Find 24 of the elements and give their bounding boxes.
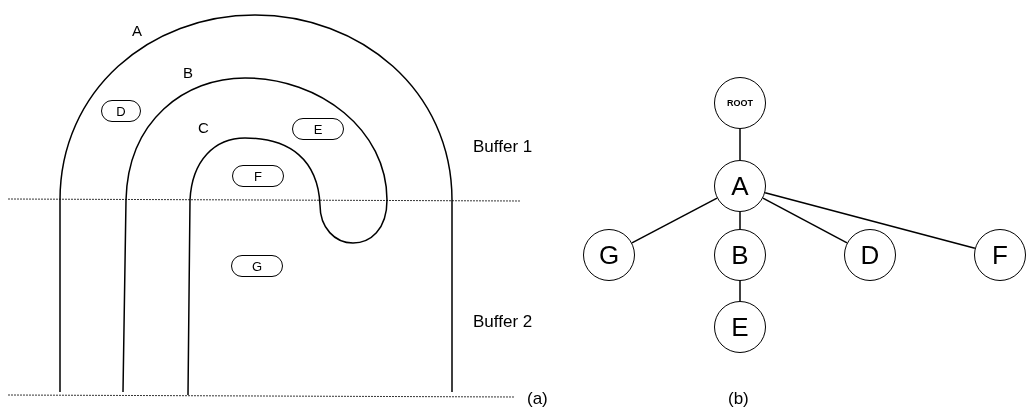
buffer-label: Buffer 1 xyxy=(473,137,533,157)
region-pill: G xyxy=(231,255,283,277)
tree-node-circle: F xyxy=(974,229,1026,281)
tree-node-circle: ROOT xyxy=(714,77,766,129)
region-pill: F xyxy=(232,165,284,187)
panel-label: (b) xyxy=(728,389,749,409)
tree-edge xyxy=(739,211,741,230)
region-pill: E xyxy=(292,118,344,140)
tree-edge xyxy=(631,197,718,244)
panel-label: (a) xyxy=(527,389,548,409)
buffer-label: Buffer 2 xyxy=(473,312,533,332)
tree-node-circle: D xyxy=(844,229,896,281)
tree-edge xyxy=(739,128,741,161)
tree-edge xyxy=(739,280,741,302)
tree-node-circle: B xyxy=(714,229,766,281)
curve-label: C xyxy=(198,119,209,136)
tree-node-circle: E xyxy=(714,301,766,353)
curve-label: A xyxy=(132,22,142,39)
region-pill: D xyxy=(101,100,141,122)
tree-edge xyxy=(762,197,848,244)
tree-node-circle: G xyxy=(583,229,635,281)
curve-label: B xyxy=(183,64,193,81)
tree-edge xyxy=(764,191,976,250)
tree-node-circle: A xyxy=(714,160,766,212)
